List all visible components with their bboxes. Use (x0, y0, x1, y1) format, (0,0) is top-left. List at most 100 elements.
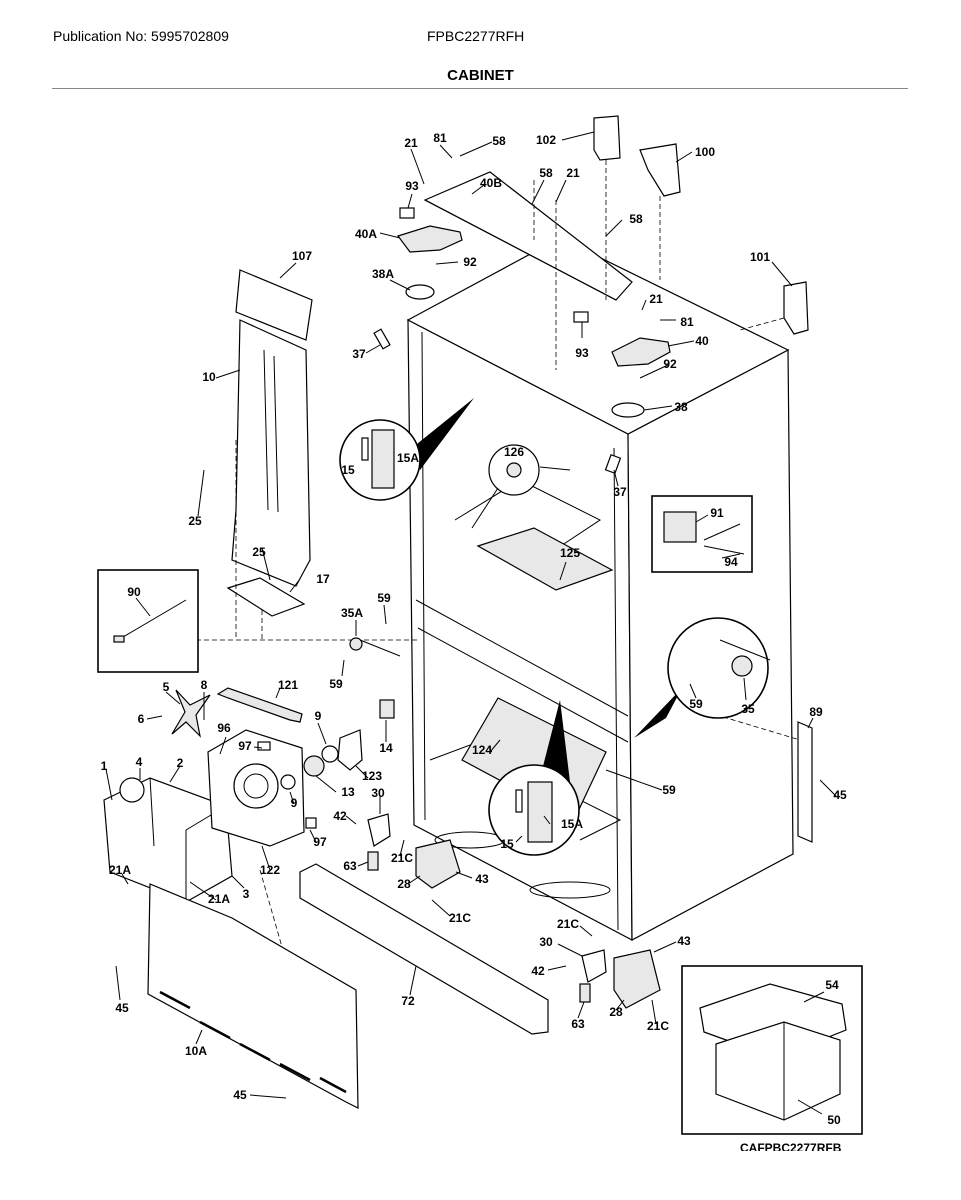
callout-2: 2 (177, 756, 184, 770)
cabinet-body (406, 237, 794, 941)
callout-121: 121 (278, 678, 298, 692)
part-97-clip-lower (305, 817, 317, 829)
callout-21a: 21A (109, 863, 131, 877)
part-15a-vent-lower (527, 781, 553, 843)
part-40a-hinge (397, 225, 463, 253)
callout-107: 107 (292, 249, 312, 263)
callout-6: 6 (138, 712, 145, 726)
callout-43: 43 (475, 872, 489, 886)
callout-81: 81 (433, 131, 447, 145)
callout-21: 21 (566, 166, 580, 180)
callout-15a: 15A (397, 451, 419, 465)
callout-15: 15 (341, 463, 355, 477)
callout-97: 97 (238, 739, 252, 753)
callout-101: 101 (750, 250, 770, 264)
part-126-light-socket (506, 462, 522, 478)
part-28-roller-left (415, 839, 461, 889)
part-9-grommet-lower (280, 774, 296, 790)
part-89-side-strip (797, 721, 813, 843)
zoom-pointer-upper (412, 398, 474, 470)
detail-box-90 (97, 569, 199, 673)
callout-38: 38 (674, 400, 688, 414)
callout-45: 45 (115, 1001, 129, 1015)
callout-92: 92 (463, 255, 477, 269)
part-38a-hinge-pin (405, 284, 435, 300)
callout-63: 63 (571, 1017, 585, 1031)
callout-9: 9 (315, 709, 322, 723)
page-title: CABINET (447, 67, 514, 84)
part-10a-rear-cover (147, 883, 359, 1109)
callout-30: 30 (371, 786, 385, 800)
part-93-block-right (573, 311, 589, 323)
part-13-motor-pulley (303, 755, 325, 777)
callout-15: 15 (500, 837, 514, 851)
callout-5: 5 (163, 680, 170, 694)
callout-42: 42 (531, 964, 545, 978)
drawing-code: CAFPBC2277RFB (740, 1141, 842, 1151)
callout-54: 54 (825, 978, 839, 992)
part-121-handle (216, 687, 303, 723)
callout-72: 72 (401, 994, 415, 1008)
callout-81: 81 (680, 315, 694, 329)
callout-122: 122 (260, 863, 280, 877)
part-123-bracket (337, 729, 363, 771)
callout-35a: 35A (341, 606, 363, 620)
callout-50: 50 (827, 1113, 841, 1127)
part-100-bracket (639, 143, 681, 197)
exploded-parts-diagram: 21 81 58 102 100 93 40B 58 21 58 40A 107… (97, 115, 863, 1135)
callout-15a: 15A (561, 817, 583, 831)
callout-38a: 38A (372, 267, 394, 281)
callout-10: 10 (202, 370, 216, 384)
callout-14: 14 (379, 741, 393, 755)
callout-40: 40 (695, 334, 709, 348)
part-40-hinge (611, 337, 671, 367)
part-93-block-left (399, 207, 415, 219)
zoom-detail-damper (667, 617, 769, 719)
callout-21c: 21C (647, 1019, 669, 1033)
part-15-clip-upper (361, 437, 369, 461)
callout-35: 35 (741, 702, 755, 716)
callout-42: 42 (333, 809, 347, 823)
part-30-bracket-left (367, 813, 391, 847)
callout-28: 28 (609, 1005, 623, 1019)
zoom-pointer-right (634, 688, 682, 738)
callout-59: 59 (329, 677, 343, 691)
part-91-control (663, 511, 697, 543)
callout-40b: 40B (480, 176, 502, 190)
callout-21c: 21C (449, 911, 471, 925)
part-35-damper (731, 655, 753, 677)
callout-89: 89 (809, 705, 823, 719)
part-17-tray (226, 577, 306, 617)
part-96-fan-grille (233, 763, 279, 809)
part-9-grommet-upper (321, 745, 339, 763)
callout-124: 124 (472, 743, 492, 757)
header-divider (52, 88, 908, 89)
callout-90: 90 (127, 585, 141, 599)
callout-96: 96 (217, 721, 231, 735)
part-15-clip-lower (515, 789, 523, 813)
callout-123: 123 (362, 769, 382, 783)
part-63-leveling-leg-left (367, 851, 379, 871)
callout-10a: 10A (185, 1044, 207, 1058)
part-37-cap-left (373, 328, 391, 350)
callout-100: 100 (695, 145, 715, 159)
callout-21: 21 (649, 292, 663, 306)
callout-1: 1 (101, 759, 108, 773)
callout-13: 13 (341, 785, 355, 799)
zoom-pointer-lower (540, 700, 570, 782)
part-14-sensor (379, 699, 395, 719)
model-number: FPBC2277RFH (427, 28, 525, 44)
callout-37: 37 (352, 347, 366, 361)
part-102-bracket (593, 115, 621, 161)
callout-59: 59 (662, 783, 676, 797)
callout-93: 93 (405, 179, 419, 193)
part-101-bracket (783, 281, 809, 335)
callout-4: 4 (136, 755, 143, 769)
part-10-air-duct (231, 319, 311, 587)
callout-94: 94 (724, 555, 738, 569)
callout-58: 58 (492, 134, 506, 148)
callout-93: 93 (575, 346, 589, 360)
callout-25: 25 (252, 545, 266, 559)
callout-58: 58 (629, 212, 643, 226)
callout-8: 8 (201, 678, 208, 692)
